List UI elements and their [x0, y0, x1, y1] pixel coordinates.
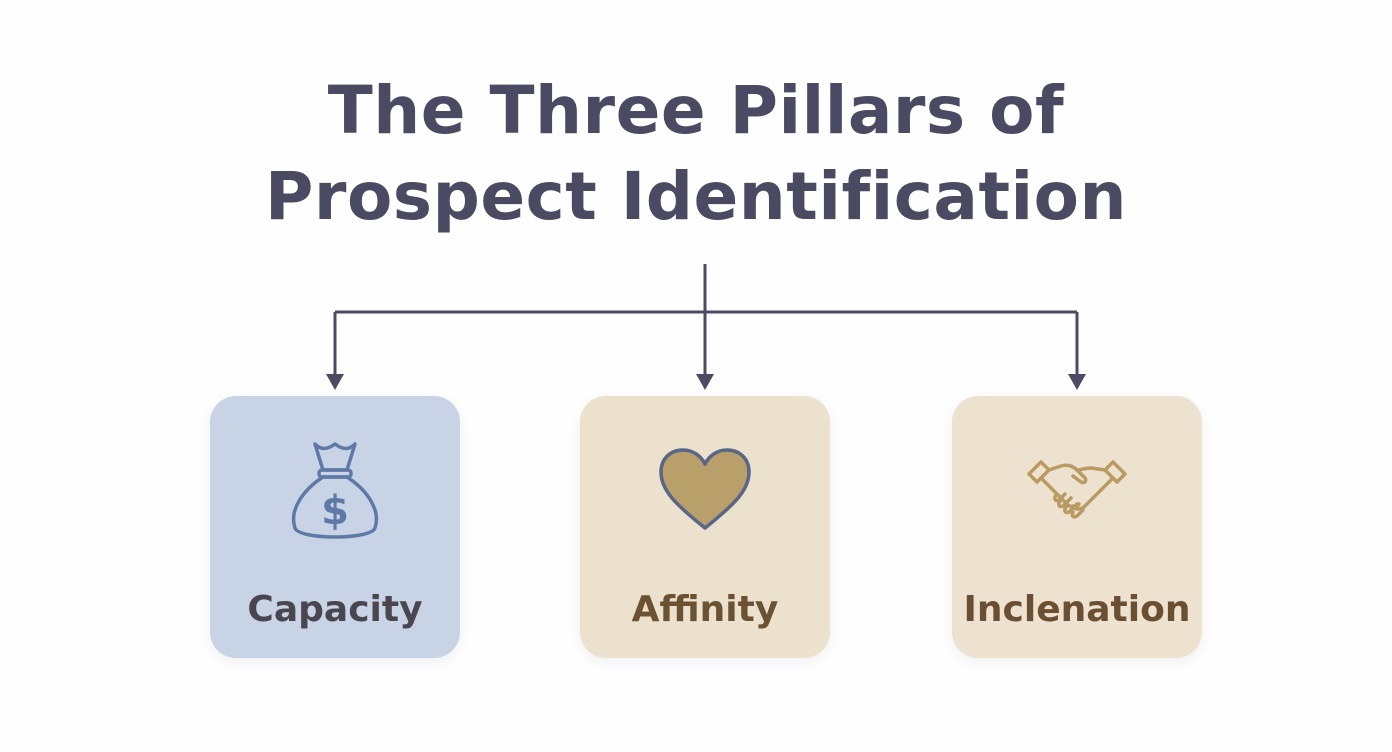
title-line-1: The Three Pillars of [327, 72, 1065, 149]
diagram-title: The Three Pillars of Prospect Identifica… [0, 68, 1392, 240]
money-bag-icon: $ [291, 442, 379, 539]
handshake-icon [1027, 460, 1127, 519]
pillar-card-inclenation: Inclenation [952, 396, 1202, 658]
pillar-label-inclenation: Inclenation [963, 589, 1191, 630]
title-line-2: Prospect Identification [265, 158, 1127, 235]
pillar-label-affinity: Affinity [631, 589, 779, 630]
arrowhead-center [696, 374, 714, 390]
arrowhead-right [1068, 374, 1086, 390]
pillar-card-affinity: Affinity [580, 396, 830, 658]
svg-text:$: $ [321, 488, 349, 534]
pillar-card-capacity: $ Capacity [210, 396, 460, 658]
pillar-label-capacity: Capacity [247, 589, 423, 630]
arrowhead-left [326, 374, 344, 390]
heart-icon [659, 448, 751, 530]
